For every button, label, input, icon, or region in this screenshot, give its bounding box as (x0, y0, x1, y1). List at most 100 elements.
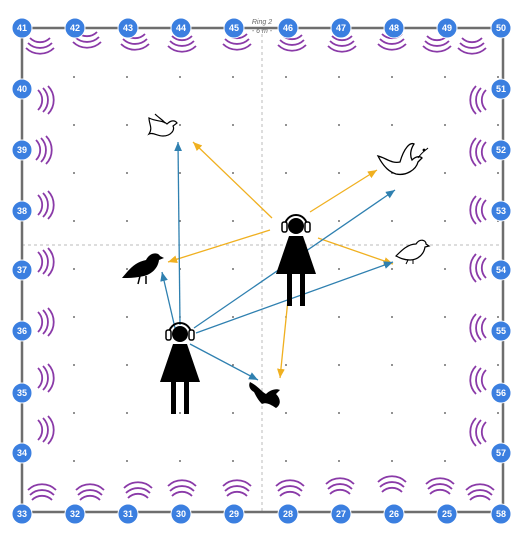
node-badges: 41 42 43 44 45 46 47 48 49 50 33 32 31 30 29 28 27 26 25 58… (11, 17, 512, 525)
node-circle (490, 200, 512, 222)
ring-distance-label: - 6 m - (252, 28, 273, 35)
node-label: 47 (336, 23, 346, 33)
node-badge-29: 29 (223, 503, 245, 525)
node-label: 39 (17, 145, 27, 155)
node-circle (11, 139, 33, 161)
node-circle (64, 17, 86, 39)
node-circle (490, 442, 512, 464)
node-badge-47: 47 (330, 17, 352, 39)
node-label: 44 (176, 23, 186, 33)
node-badge-42: 42 (64, 17, 86, 39)
node-label: 30 (176, 509, 186, 519)
node-badge-34: 34 (11, 442, 33, 464)
node-badge-41: 41 (11, 17, 33, 39)
peace-dove-outline-icon (376, 142, 429, 176)
node-label: 46 (283, 23, 293, 33)
node-badge-49: 49 (436, 17, 458, 39)
node-badge-32: 32 (64, 503, 86, 525)
node-label: 51 (496, 84, 506, 94)
node-badge-39: 39 (11, 139, 33, 161)
node-badge-55: 55 (490, 320, 512, 342)
yellow-arrow (309, 169, 378, 213)
node-label: 54 (496, 265, 506, 275)
node-circle (436, 503, 458, 525)
node-label: 37 (17, 265, 27, 275)
node-label: 43 (123, 23, 133, 33)
node-badge-35: 35 (11, 382, 33, 404)
node-badge-31: 31 (117, 503, 139, 525)
node-badge-45: 45 (223, 17, 245, 39)
node-circle (490, 382, 512, 404)
node-circle (330, 17, 352, 39)
ring-label: Ring 2 (252, 19, 272, 26)
node-label: 36 (17, 326, 27, 336)
node-label: 52 (496, 145, 506, 155)
node-badge-36: 36 (11, 320, 33, 342)
dove-outline-icon (147, 113, 178, 137)
node-label: 57 (496, 448, 506, 458)
node-badge-50: 50 (490, 17, 512, 39)
blue-arrow (174, 141, 182, 326)
node-badge-40: 40 (11, 78, 33, 100)
blue-arrow (160, 271, 176, 329)
yellow-arrow (192, 141, 273, 219)
node-circle (223, 17, 245, 39)
node-badge-43: 43 (117, 17, 139, 39)
node-badge-30: 30 (170, 503, 192, 525)
node-label: 45 (229, 23, 239, 33)
node-badge-25: 25 (436, 503, 458, 525)
node-circle (383, 503, 405, 525)
node-circle (223, 503, 245, 525)
node-circle (117, 17, 139, 39)
node-label: 27 (336, 509, 346, 519)
yellow-arrow (317, 237, 394, 265)
node-label: 41 (17, 23, 27, 33)
node-label: 34 (17, 448, 27, 458)
node-circle (11, 320, 33, 342)
node-badge-38: 38 (11, 200, 33, 222)
node-circle (11, 503, 33, 525)
node-label: 56 (496, 388, 506, 398)
node-circle (383, 17, 405, 39)
node-label: 25 (442, 509, 452, 519)
node-circle (11, 78, 33, 100)
node-badge-27: 27 (330, 503, 352, 525)
node-badge-53: 53 (490, 200, 512, 222)
node-label: 58 (496, 509, 506, 519)
node-label: 38 (17, 206, 27, 216)
node-label: 32 (70, 509, 80, 519)
node-badge-26: 26 (383, 503, 405, 525)
node-circle (64, 503, 86, 525)
node-circle (11, 259, 33, 281)
node-badge-52: 52 (490, 139, 512, 161)
node-badge-37: 37 (11, 259, 33, 281)
node-label: 33 (17, 509, 27, 519)
node-label: 31 (123, 509, 133, 519)
node-label: 50 (496, 23, 506, 33)
node-circle (11, 442, 33, 464)
node-circle (277, 503, 299, 525)
node-label: 35 (17, 388, 27, 398)
eagle-black-icon (249, 382, 280, 408)
yellow-arrow (167, 229, 271, 263)
node-label: 48 (389, 23, 399, 33)
node-circle (11, 17, 33, 39)
blue-arrow (189, 343, 259, 381)
node-label: 28 (283, 509, 293, 519)
node-label: 55 (496, 326, 506, 336)
node-badge-51: 51 (490, 78, 512, 100)
node-circle (490, 78, 512, 100)
node-circle (170, 503, 192, 525)
node-badge-48: 48 (383, 17, 405, 39)
node-circle (490, 139, 512, 161)
node-badge-58: 58 (490, 503, 512, 525)
node-circle (11, 382, 33, 404)
node-badge-33: 33 (11, 503, 33, 525)
blue-arrow (195, 261, 394, 334)
node-label: 53 (496, 206, 506, 216)
node-circle (170, 17, 192, 39)
node-badge-54: 54 (490, 259, 512, 281)
node-circle (490, 320, 512, 342)
node-circle (277, 17, 299, 39)
